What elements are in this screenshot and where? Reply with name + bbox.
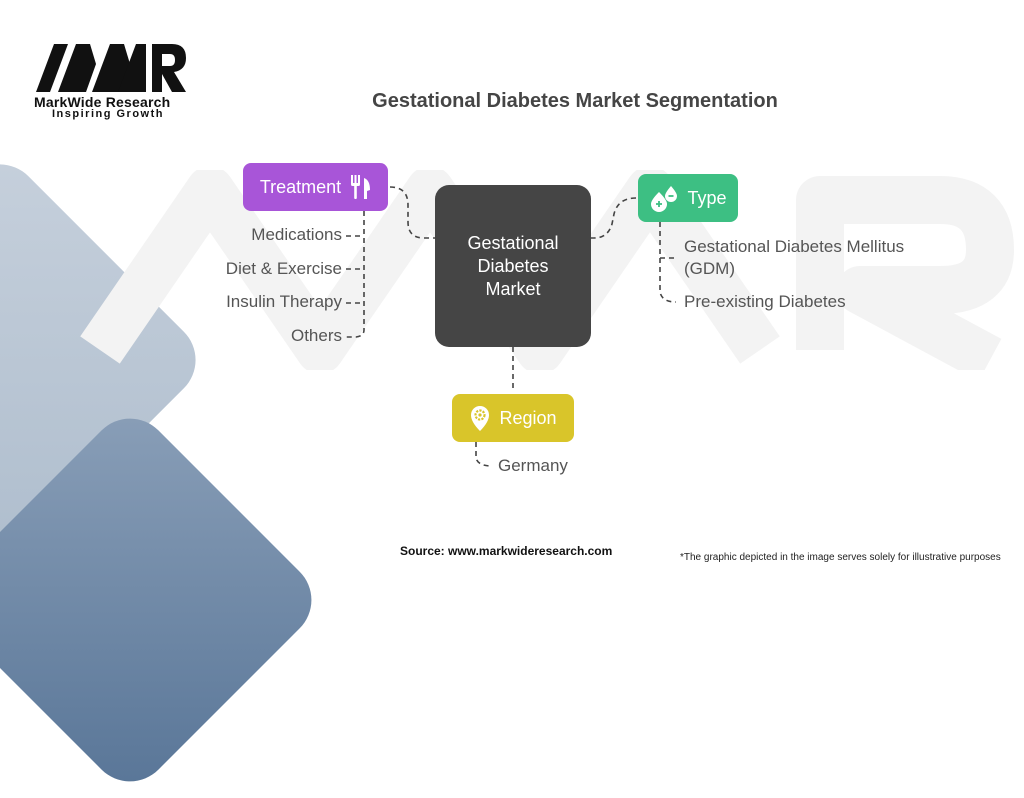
type-label: Type: [687, 187, 727, 208]
type-item: Pre-existing Diabetes: [684, 292, 846, 311]
treatment-item: Insulin Therapy: [226, 292, 342, 311]
source-text: Source: www.markwideresearch.com: [400, 544, 613, 558]
location-gear-icon: [471, 406, 490, 431]
fork-knife-icon: [351, 175, 371, 199]
treatment-label: Treatment: [259, 176, 342, 197]
treatment-item: Others: [290, 326, 342, 345]
treatment-item: Medications: [251, 225, 342, 244]
blood-drops-icon: [651, 186, 678, 212]
segment-type: Type: [638, 174, 738, 222]
region-label: Region: [499, 407, 557, 428]
treatment-item: Diet & Exercise: [225, 259, 342, 278]
center-label: Gestational Diabetes Market: [467, 232, 559, 299]
region-item: Germany: [498, 456, 568, 475]
logo-name: MarkWide Research: [34, 94, 171, 110]
segment-region: Region: [452, 394, 574, 442]
type-item: Gestational Diabetes Mellitus (GDM): [684, 237, 905, 278]
segment-treatment: Treatment: [243, 163, 388, 211]
page-title: Gestational Diabetes Market Segmentation: [372, 90, 778, 112]
connector-lines: [346, 186, 677, 467]
center-node: Gestational Diabetes Market: [435, 185, 591, 347]
disclaimer-note: *The graphic depicted in the image serve…: [680, 552, 1001, 563]
logo-mark-icon: [36, 44, 186, 92]
logo-tagline: Inspiring Growth: [52, 108, 164, 120]
